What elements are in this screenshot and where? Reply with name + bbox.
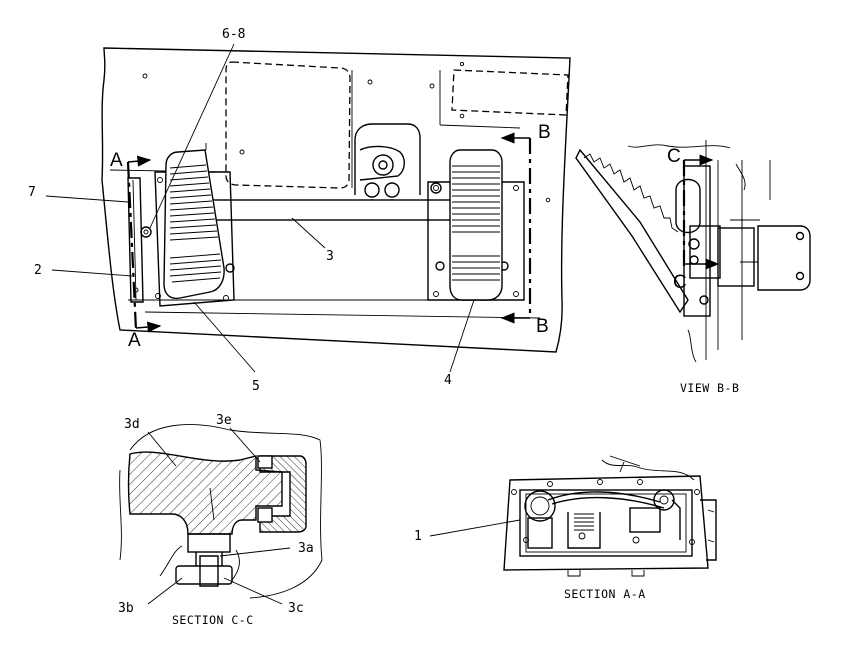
switch-housing: [503, 475, 709, 571]
caption-section-a-a: SECTION A-A: [564, 587, 646, 601]
section-a-a: [429, 455, 717, 577]
caption-section-c-c: SECTION C-C: [172, 613, 254, 627]
callout-5: 5: [252, 379, 260, 394]
callout-3a: 3a: [298, 541, 314, 556]
marker-a-bottom: A: [128, 330, 141, 351]
callout-3b: 3b: [118, 601, 134, 616]
pedal-profile: [575, 148, 689, 314]
section-c-hatched-part: [127, 451, 283, 535]
main-view: [45, 43, 571, 373]
callout-4: 4: [444, 373, 452, 388]
switch-1-round: [524, 490, 556, 522]
retainer-ring: [259, 455, 307, 533]
floor-cutout: [451, 69, 569, 116]
marker-b-top: B: [538, 122, 551, 143]
linkage-bracket: [354, 123, 421, 195]
callout-3c: 3c: [288, 601, 304, 616]
marker-b-bottom: B: [536, 316, 549, 337]
floor-plate: [101, 47, 571, 353]
section-c-c: [119, 424, 323, 605]
switch-body: [757, 225, 811, 291]
pin-3b: [175, 565, 233, 585]
floor-opening: [225, 61, 351, 189]
pedal-profile-teeth: [583, 153, 679, 233]
shaft: [204, 199, 456, 221]
section-markers: A A B B C C: [110, 122, 687, 351]
right-pedal: [449, 149, 503, 301]
view-b-b: [575, 140, 811, 363]
section-line-a: [126, 161, 138, 331]
callout-2: 2: [34, 263, 42, 278]
callout-3: 3: [326, 249, 334, 264]
callout-1: 1: [414, 529, 422, 544]
callout-labels: 6-8 7 2 3 5 4 3d 3e 3a 3b 3c 1: [28, 27, 452, 616]
left-pedal-treads: [169, 164, 222, 283]
edge-strip: [127, 177, 144, 303]
callout-3d: 3d: [124, 417, 140, 432]
marker-c-bottom: C: [673, 272, 687, 293]
right-pedal-treads: [452, 165, 500, 281]
switch-1-right: [629, 507, 661, 533]
marker-a-top: A: [110, 150, 123, 171]
caption-view-b-b: VIEW B-B: [680, 381, 739, 395]
callout-7: 7: [28, 185, 36, 200]
marker-c-top: C: [667, 146, 681, 167]
callout-3e: 3e: [216, 413, 232, 428]
captions: VIEW B-B SECTION A-A SECTION C-C: [172, 381, 739, 627]
callout-6-8: 6-8: [222, 27, 245, 42]
